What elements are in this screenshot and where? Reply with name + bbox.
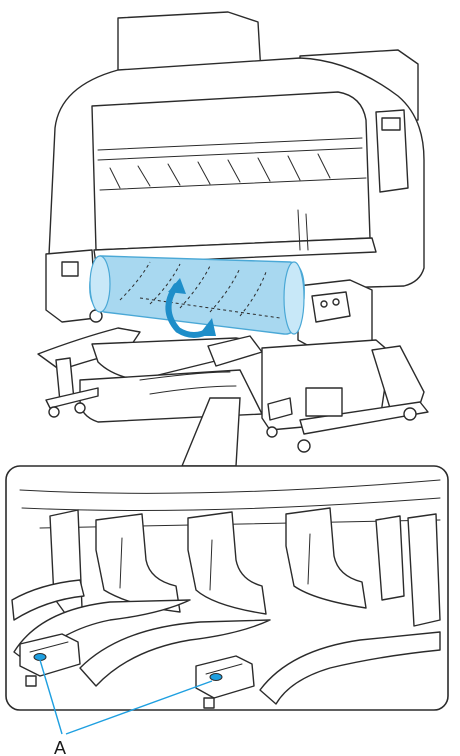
roll-unit [45,249,373,353]
wheel [74,402,86,414]
wheel [48,406,60,418]
holder-hook-mid [187,511,267,615]
wheel [403,407,417,421]
leader-line-right [65,680,213,735]
paper-roll [89,255,305,335]
wheel [297,439,311,453]
zoom-callout [5,397,449,711]
roll-clamp-right [195,655,255,699]
guide-arm-far-left [11,579,85,621]
clamp-release-lever-left [33,653,47,661]
left-roll-bracket [45,249,97,323]
roll-right-end [283,261,305,335]
printer-stand [37,327,429,453]
leader-line-left [39,659,63,735]
roll-left-end [89,255,111,313]
top-cover [91,91,371,251]
guide-arm-mid [79,619,271,687]
holder-hook-left [95,513,181,613]
printer-illustration [47,11,425,297]
wheel [266,426,278,438]
roll-clamp-left [19,633,81,677]
guide-arm-right [259,631,441,705]
holder-bar-right [375,515,405,601]
holder-far-right [407,513,441,627]
callout-a: A [39,659,213,756]
clamp-release-lever-right [209,673,223,681]
roll-control-buttons [311,291,351,323]
callout-label: A [54,738,66,756]
holder-hook-right [285,507,367,609]
stand-right-leg [371,345,425,409]
